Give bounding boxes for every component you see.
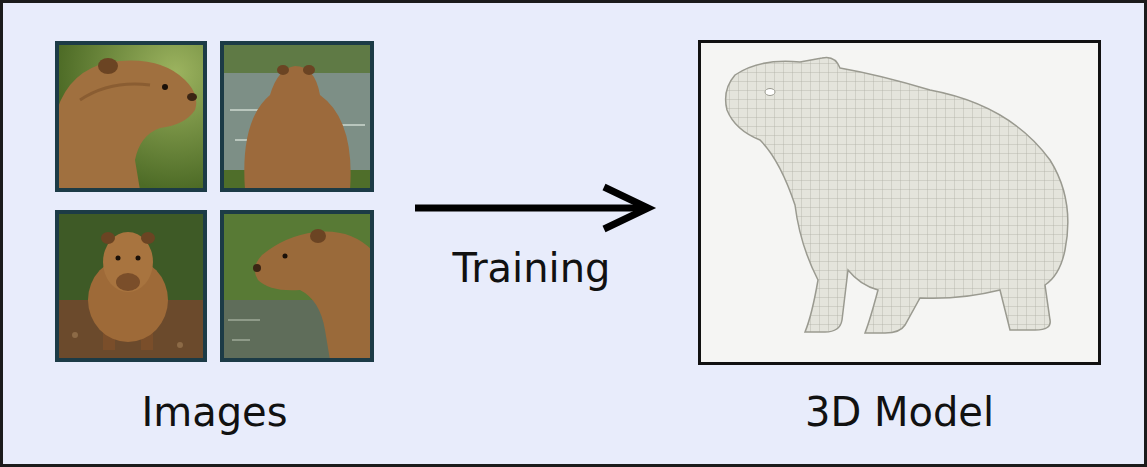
caption-label: 3D Model [701, 388, 1098, 436]
flow-arrow [415, 187, 648, 229]
image-group: Images [57, 43, 372, 360]
caption-label: Images [57, 388, 372, 436]
edge-label: Training [382, 244, 682, 292]
capybara-photo [57, 43, 205, 190]
arrow-head [604, 187, 648, 229]
mesh-model [700, 42, 1099, 363]
model-box: 3D Model [698, 40, 1101, 365]
arrow-shaft [415, 205, 642, 212]
capybara-photo [222, 43, 372, 190]
photo-frame [57, 43, 372, 360]
edge-label-holder: Training [382, 244, 682, 292]
capybara-photo [222, 212, 372, 360]
model-ground [698, 40, 1101, 365]
capybara-photo [57, 212, 205, 360]
